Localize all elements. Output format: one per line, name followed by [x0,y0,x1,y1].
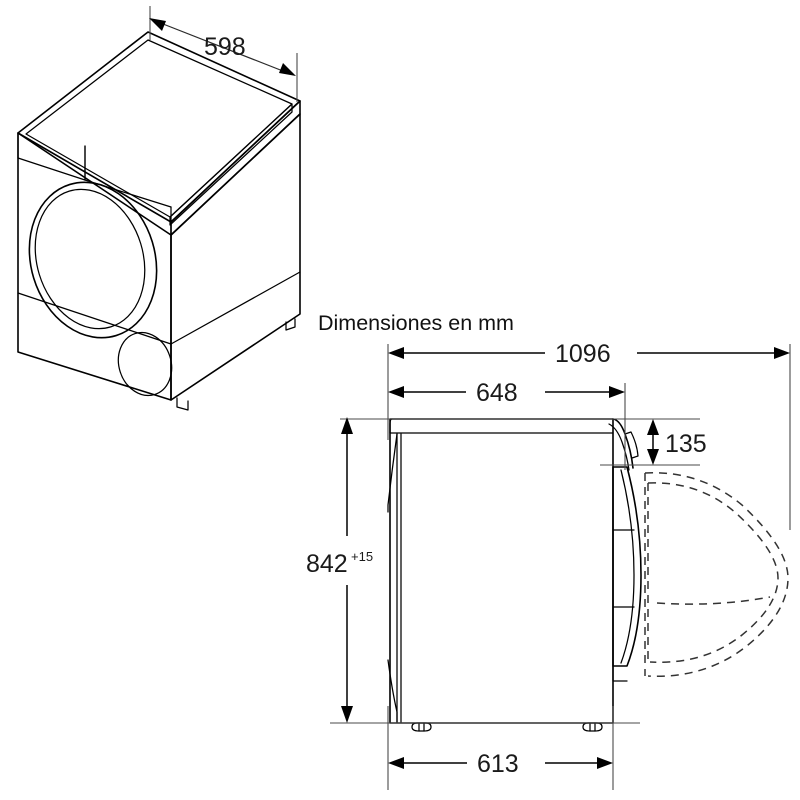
dimension-label-1096: 1096 [555,340,611,368]
dimension-842: 842 +15 [306,417,373,723]
dimension-label-613: 613 [477,750,519,778]
arrowhead-648-left [388,386,404,398]
arrowhead-598-left [149,18,166,31]
door-handle-tab [624,431,639,459]
condensate-drawer-knob [117,331,173,397]
arrowhead-613-right [597,757,613,769]
page-title: Dimensiones en mm [318,311,514,335]
door-open-outline-inner [647,482,779,664]
arrowhead-613-left [388,757,404,769]
dimension-135: 135 [647,419,707,465]
arrowhead-1096-left [388,347,404,359]
leveling-foot-front [582,722,603,732]
door-profile-inner [620,469,635,664]
leveling-foot-iso-right [285,318,296,331]
front-top-moulding-inner [608,423,630,471]
plinth-top-edge-side [170,271,301,345]
top-cap-front-radius [389,418,393,434]
leveling-foot-rear-stem [418,722,425,732]
tumble-dryer-side-view [387,418,789,732]
dimension-598: 598 [149,6,298,102]
dimension-648: 648 [388,379,625,407]
leveling-foot-front-stem [589,722,596,732]
dimension-label-648: 648 [476,379,518,407]
dimension-tolerance-842: +15 [351,549,373,564]
leveling-foot-iso-front [176,397,189,411]
control-panel-front [17,145,86,181]
top-panel-inner-rim [25,39,293,218]
top-panel-rim-edge [169,103,293,226]
rear-contour-upper [387,433,398,513]
porthole-door-inner [34,188,146,330]
extension-lines [330,344,791,790]
cabinet-side-face [170,113,301,401]
leveling-foot-rear [411,722,432,732]
plinth-top-edge-front [17,292,172,345]
door-open-outline-outer [644,472,789,677]
door-profile-outer [612,466,642,667]
dimension-line-598 [157,21,289,74]
top-panel-thickness-right [170,100,301,236]
dimension-1096: 1096 [388,340,790,368]
rear-contour-lower [387,659,398,723]
arrowhead-648-right [609,386,625,398]
dimension-label-598: 598 [204,33,246,61]
door-hinge-step [612,665,628,682]
dimension-613: 613 [388,750,613,778]
arrowhead-842-bottom [341,706,353,723]
porthole-door-outer [28,181,158,339]
cabinet-body-outline [389,418,614,724]
door-open-outline-midline [656,596,771,605]
dimension-label-135: 135 [665,430,707,458]
tumble-dryer-perspective-view [17,31,301,411]
arrowhead-135-bottom [647,449,659,465]
arrowhead-842-top [341,417,353,434]
dimension-label-842: 842 [306,550,348,578]
arrowhead-598-right [279,63,296,76]
arrowhead-1096-right [774,347,790,359]
arrowhead-135-top [647,419,659,435]
